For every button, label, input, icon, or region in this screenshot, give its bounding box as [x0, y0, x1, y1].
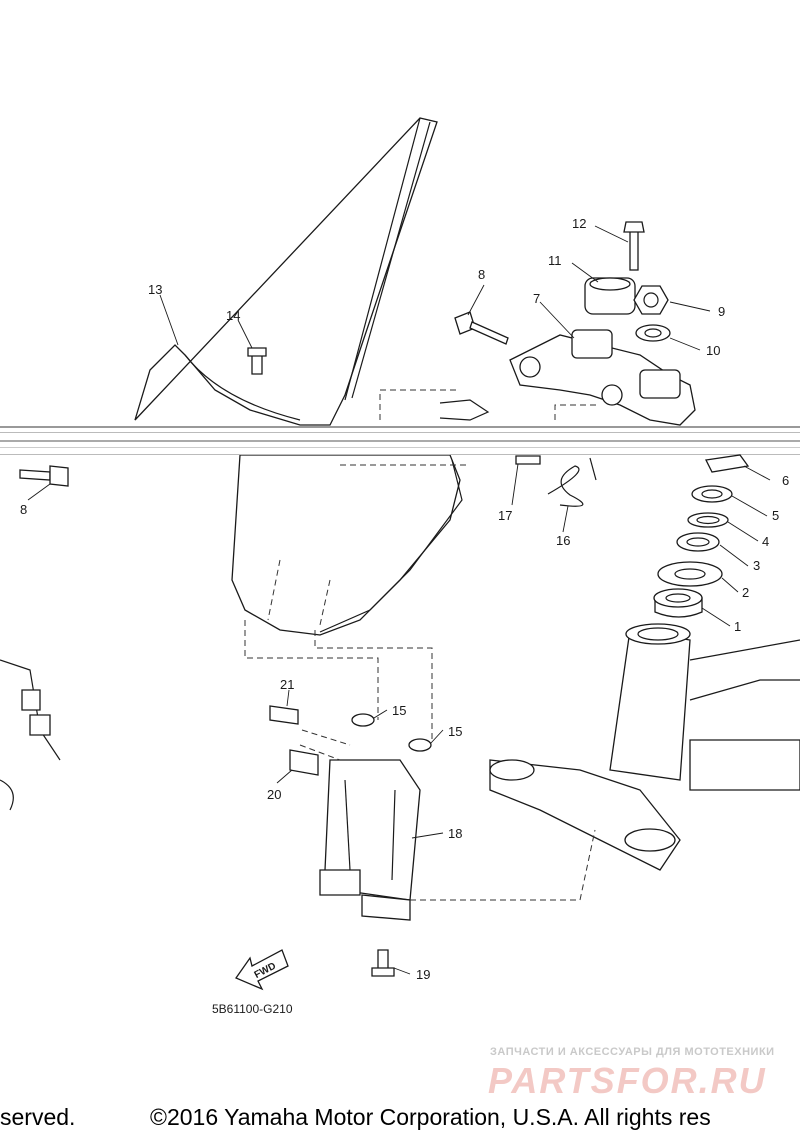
copyright-notice: ©2016 Yamaha Motor Corporation, U.S.A. A… — [150, 1104, 711, 1130]
callout-1: 1 — [734, 619, 741, 634]
callout-20: 20 — [267, 787, 281, 802]
watermark-logo: PARTSFOR.RU — [488, 1060, 767, 1101]
copyright-footer: served. ©2016 Yamaha Motor Corporation, … — [0, 1104, 800, 1134]
callout-8-upper: 8 — [478, 267, 485, 282]
callout-13: 13 — [148, 282, 162, 297]
callout-12: 12 — [572, 216, 586, 231]
callout-15-right: 15 — [448, 724, 462, 739]
callout-15-left: 15 — [392, 703, 406, 718]
assembly-lines — [244, 389, 600, 901]
callout-19: 19 — [416, 967, 430, 982]
callout-9: 9 — [718, 304, 725, 319]
callout-3: 3 — [753, 558, 760, 573]
upper-bracket-assembly — [454, 221, 696, 426]
callout-21: 21 — [280, 677, 294, 692]
watermark-tagline: ЗАПЧАСТИ И АКСЕССУАРЫ ДЛЯ МОТОТЕХНИКИ — [490, 1046, 775, 1058]
callout-14: 14 — [226, 308, 240, 323]
windshield — [134, 117, 463, 636]
scan-artifact-band — [0, 426, 800, 455]
windshield-stay — [269, 705, 432, 921]
callout-6: 6 — [782, 473, 789, 488]
callout-5: 5 — [772, 508, 779, 523]
steering-stack — [653, 454, 750, 618]
callout-11: 11 — [548, 253, 562, 268]
bolts — [19, 347, 395, 977]
frame-steering-head — [489, 623, 800, 871]
callout-17: 17 — [498, 508, 512, 523]
callout-4: 4 — [762, 534, 769, 549]
callout-8-lower: 8 — [20, 502, 27, 517]
copyright-left-fragment: served. — [0, 1104, 76, 1130]
callout-16: 16 — [556, 533, 570, 548]
leader-lines — [27, 225, 771, 975]
callout-10: 10 — [706, 343, 720, 358]
diagram-code: 5B61100-G210 — [212, 1002, 293, 1016]
callout-18: 18 — [448, 826, 462, 841]
clamp-and-spring — [439, 399, 597, 507]
forward-arrow-icon: FWD — [235, 949, 289, 991]
left-frame-detail — [0, 659, 61, 811]
callout-labels: 12 11 7 8 9 10 13 14 8 17 16 6 5 4 3 2 1… — [20, 216, 789, 982]
callout-7: 7 — [533, 291, 540, 306]
watermark: ЗАПЧАСТИ И АКСЕССУАРЫ ДЛЯ МОТОТЕХНИКИ PA… — [488, 1046, 775, 1101]
callout-2: 2 — [742, 585, 749, 600]
